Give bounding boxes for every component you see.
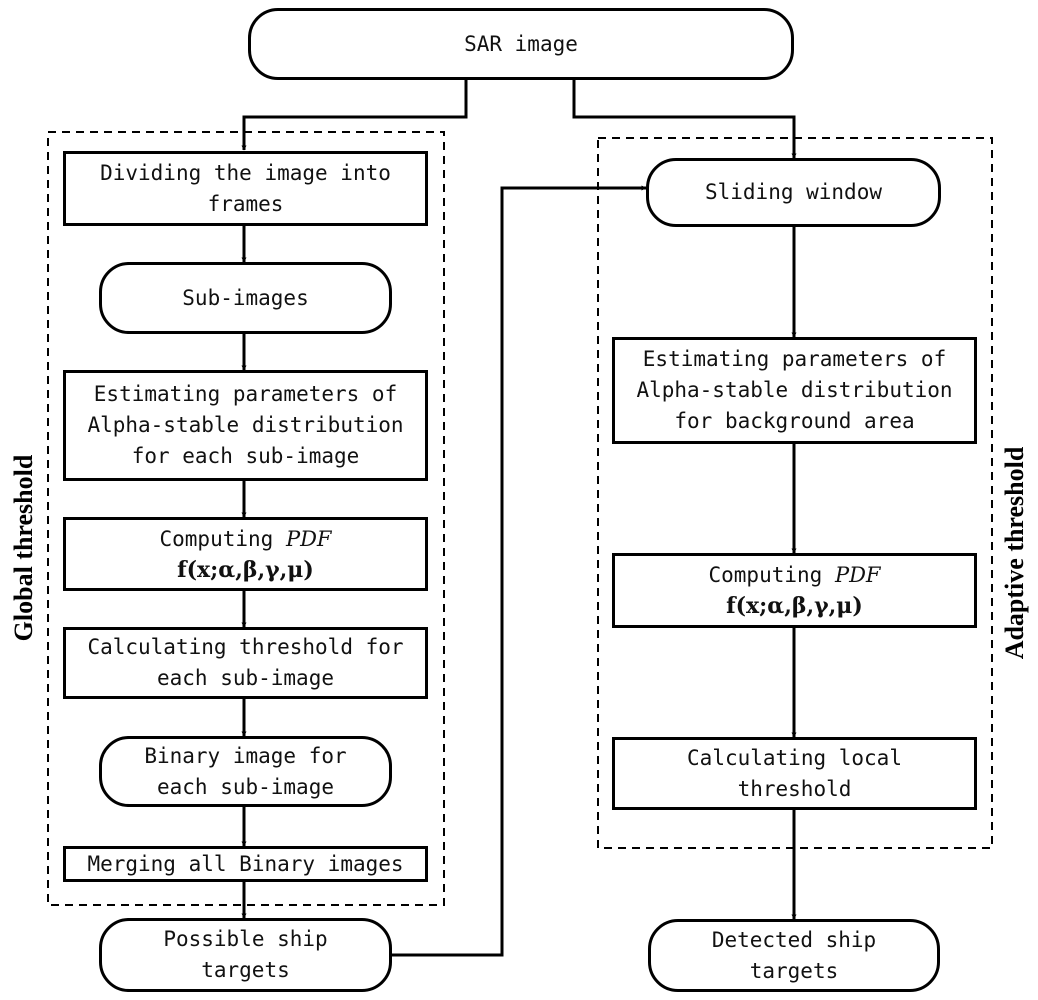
global-threshold-group — [47, 131, 445, 906]
sliding-window-node: Sliding window — [646, 158, 941, 227]
sub-images-node: Sub-images — [99, 262, 392, 334]
pdf-emphasis-adaptive: PDF — [834, 563, 881, 587]
calculating-threshold-line-1: Calculating threshold for — [87, 635, 404, 659]
binary-image-node: Binary image for each sub-image — [99, 736, 392, 807]
merging-label: Merging all Binary images — [87, 851, 404, 876]
adaptive-threshold-label: Adaptive threshold — [1000, 446, 1029, 660]
detected-targets-line-1: Detected ship — [711, 927, 877, 952]
binary-image-line-2: each sub-image — [156, 774, 334, 799]
detected-targets-line-2: targets — [749, 958, 839, 983]
estimating-bg-line-3: for background area — [674, 409, 915, 433]
pdf-formula-adaptive: f(x;α,β,γ,μ) — [726, 593, 863, 619]
computing-prefix: Computing — [159, 526, 286, 551]
estimating-bg-line-1: Estimating parameters of — [642, 347, 947, 371]
global-threshold-label: Global threshold — [9, 454, 38, 642]
estimating-bg-line-2: Alpha-stable distribution — [636, 378, 953, 402]
possible-targets-line-1: Possible ship — [163, 927, 328, 951]
sliding-window-label: Sliding window — [704, 180, 882, 204]
computing-pdf-adaptive-title: Computing PDF — [709, 560, 881, 591]
merging-node: Merging all Binary images — [63, 846, 428, 882]
arrow-sar-to-sliding — [572, 80, 797, 159]
sub-images-label: Sub-images — [182, 285, 309, 310]
pdf-emphasis: PDF — [285, 526, 332, 551]
local-threshold-node: Calculating local threshold — [612, 737, 977, 810]
local-threshold-line-1: Calculating local — [687, 745, 902, 770]
calculating-threshold-line-2: each sub-image — [156, 666, 334, 690]
sar-image-node: SAR image — [248, 8, 794, 80]
sar-image-label: SAR image — [464, 31, 578, 56]
estimating-global-node: Estimating parameters of Alpha-stable di… — [63, 370, 428, 481]
local-threshold-line-2: threshold — [737, 776, 852, 801]
dividing-frames-node: Dividing the image into frames — [63, 151, 428, 226]
detected-targets-node: Detected ship targets — [648, 919, 940, 992]
binary-image-line-1: Binary image for — [144, 743, 347, 768]
estimating-global-line-1: Estimating parameters of — [93, 382, 398, 406]
pdf-formula-global: f(x;α,β,γ,μ) — [177, 556, 314, 583]
estimating-global-line-3: for each sub-image — [131, 444, 360, 468]
computing-pdf-adaptive-node: Computing PDF f(x;α,β,γ,μ) — [612, 553, 977, 628]
arrow-sar-to-dividing — [241, 80, 468, 151]
computing-pdf-global-title: Computing PDF — [160, 524, 332, 555]
dividing-line-2: frames — [207, 191, 284, 216]
computing-prefix-adaptive: Computing — [708, 563, 835, 587]
possible-targets-node: Possible ship targets — [99, 918, 392, 992]
estimating-global-line-2: Alpha-stable distribution — [87, 413, 404, 437]
computing-pdf-global-node: Computing PDF f(x;α,β,γ,μ) — [63, 517, 428, 591]
arrow-possible-to-sliding — [392, 185, 647, 957]
estimating-background-node: Estimating parameters of Alpha-stable di… — [612, 337, 977, 444]
possible-targets-line-2: targets — [201, 958, 290, 982]
calculating-threshold-node: Calculating threshold for each sub-image — [63, 627, 428, 699]
dividing-line-1: Dividing the image into — [100, 160, 391, 185]
